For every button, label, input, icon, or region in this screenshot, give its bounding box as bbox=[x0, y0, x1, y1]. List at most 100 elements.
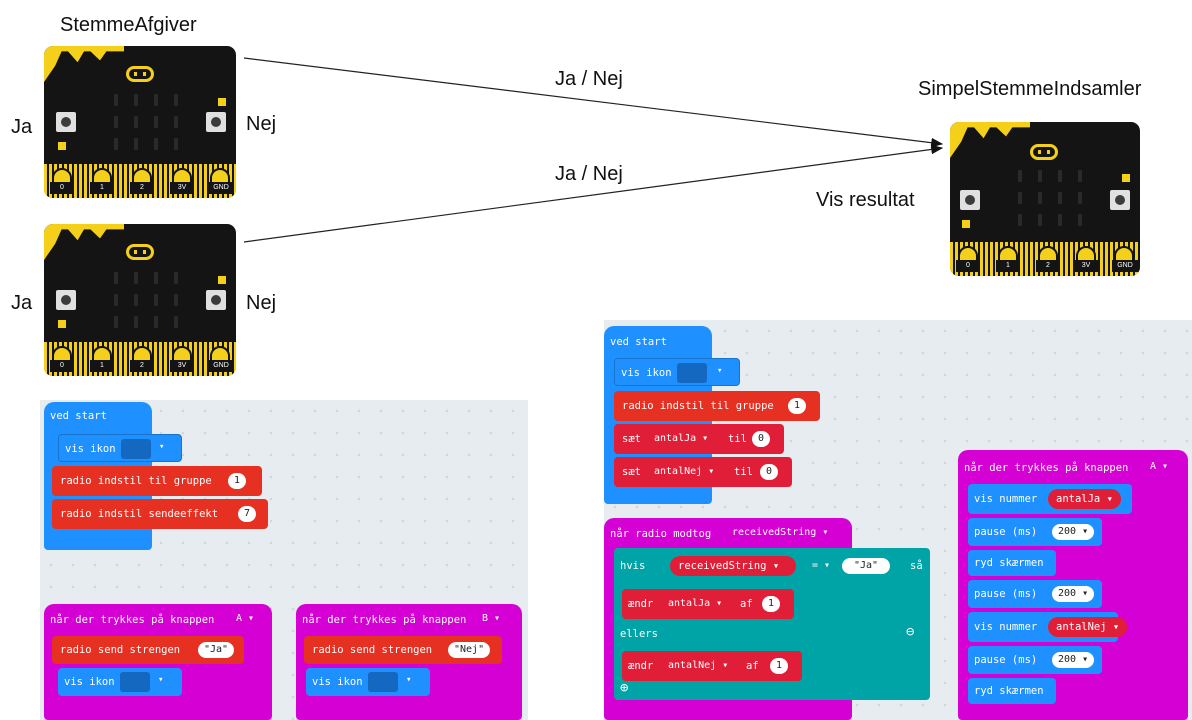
show-icon-label: vis ikon bbox=[64, 676, 115, 688]
by-label: af bbox=[740, 598, 753, 610]
then-label: så bbox=[910, 560, 923, 572]
button-b-dropdown[interactable]: B ▾ bbox=[482, 613, 501, 624]
microbit-logo-icon bbox=[1030, 144, 1058, 160]
show-icon-block[interactable]: vis ikon ▾ bbox=[306, 668, 430, 696]
show-icon-label: vis ikon bbox=[65, 443, 116, 455]
set-antalja-block[interactable]: sæt antalJa ▾ til 0 bbox=[614, 424, 784, 454]
button-a-icon bbox=[56, 290, 76, 310]
else-label: ellers bbox=[620, 628, 658, 640]
antalja-var[interactable]: antalJa ▾ bbox=[1048, 489, 1121, 509]
show-number-label: vis nummer bbox=[974, 621, 1038, 633]
pause-value[interactable]: 200 ▾ bbox=[1052, 652, 1095, 668]
microbit-sender-2: 0 1 2 3V GND bbox=[44, 224, 236, 376]
checkmark-icon[interactable] bbox=[120, 672, 150, 692]
microbit-collector: 0 1 2 3V GND bbox=[950, 122, 1140, 276]
antalnej-var[interactable]: antalNej ▾ bbox=[1048, 617, 1128, 637]
set-label: sæt bbox=[622, 433, 641, 445]
antalnej-dropdown[interactable]: antalNej ▾ bbox=[654, 466, 715, 477]
chevron-down-icon[interactable]: ▾ bbox=[159, 442, 165, 452]
show-icon-label: vis ikon bbox=[312, 676, 363, 688]
pause-value[interactable]: 200 ▾ bbox=[1052, 586, 1095, 602]
to-label: til bbox=[728, 433, 747, 445]
on-button-a-label: når der trykkes på knappen bbox=[50, 614, 215, 626]
radio-send-value[interactable]: "Ja" bbox=[198, 642, 235, 658]
on-start-label: ved start bbox=[50, 410, 107, 422]
microbit-logo-icon bbox=[126, 66, 154, 82]
radio-power-label: radio indstil sendeeffekt bbox=[60, 508, 219, 520]
radio-group-label: radio indstil til gruppe bbox=[60, 475, 212, 487]
collector-button-label: Vis resultat bbox=[816, 189, 915, 211]
by-label: af bbox=[746, 660, 759, 672]
change-antalnej-value[interactable]: 1 bbox=[770, 658, 789, 674]
button-b-icon bbox=[1110, 190, 1130, 210]
left-button-label-1: Ja bbox=[11, 116, 33, 138]
antalja-dropdown[interactable]: antalJa ▾ bbox=[654, 433, 709, 444]
radio-group-value[interactable]: 1 bbox=[788, 398, 807, 414]
radio-group-block[interactable]: radio indstil til gruppe 1 bbox=[52, 466, 262, 496]
radio-send-ja-block[interactable]: radio send strengen "Ja" bbox=[52, 636, 244, 664]
set-label: sæt bbox=[622, 466, 641, 478]
show-icon-block[interactable]: vis ikon ▾ bbox=[614, 358, 740, 386]
clear-screen-block[interactable]: ryd skærmen bbox=[968, 678, 1056, 704]
smiley-icon[interactable] bbox=[121, 439, 151, 459]
pause-block[interactable]: pause (ms) 200 ▾ bbox=[968, 646, 1102, 674]
pause-value[interactable]: 200 ▾ bbox=[1052, 524, 1095, 540]
button-a-dropdown[interactable]: A ▾ bbox=[236, 613, 255, 624]
on-button-b-label: når der trykkes på knappen bbox=[302, 614, 467, 626]
radio-power-block[interactable]: radio indstil sendeeffekt 7 bbox=[52, 499, 268, 529]
set-antalnej-value[interactable]: 0 bbox=[760, 464, 779, 480]
smiley-icon[interactable] bbox=[677, 363, 707, 383]
clear-screen-block[interactable]: ryd skærmen bbox=[968, 550, 1056, 576]
show-number-label: vis nummer bbox=[974, 493, 1038, 505]
radio-send-label: radio send strengen bbox=[60, 644, 181, 656]
change-antalnej-block[interactable]: ændr antalNej ▾ af 1 bbox=[622, 651, 802, 681]
arrow-label-bottom: Ja / Nej bbox=[555, 163, 623, 185]
on-button-a-label: når der trykkes på knappen bbox=[964, 462, 1129, 474]
button-b-icon bbox=[206, 112, 226, 132]
chevron-down-icon[interactable]: ▾ bbox=[406, 675, 412, 685]
change-antalja-block[interactable]: ændr antalJa ▾ af 1 bbox=[622, 589, 794, 619]
to-label: til bbox=[734, 466, 753, 478]
radio-group-block[interactable]: radio indstil til gruppe 1 bbox=[614, 391, 820, 421]
pause-label: pause (ms) bbox=[974, 526, 1038, 538]
chevron-down-icon[interactable]: ▾ bbox=[158, 675, 164, 685]
radio-send-nej-block[interactable]: radio send strengen "Nej" bbox=[304, 636, 502, 664]
change-antalja-value[interactable]: 1 bbox=[762, 596, 781, 612]
equals-operator[interactable]: = ▾ bbox=[812, 560, 831, 571]
show-number-antalja-block[interactable]: vis nummer antalJa ▾ bbox=[968, 484, 1132, 514]
right-button-label-1: Nej bbox=[246, 113, 277, 135]
remove-branch-icon[interactable]: ⊖ bbox=[906, 624, 915, 640]
radio-group-label: radio indstil til gruppe bbox=[622, 400, 774, 412]
compare-value[interactable]: "Ja" bbox=[842, 558, 890, 574]
show-icon-label: vis ikon bbox=[621, 367, 672, 379]
add-branch-icon[interactable]: ⊕ bbox=[620, 680, 629, 696]
if-label: hvis bbox=[620, 560, 646, 572]
pause-label: pause (ms) bbox=[974, 588, 1038, 600]
received-string-param[interactable]: receivedString ▾ bbox=[732, 527, 829, 538]
button-a-icon bbox=[56, 112, 76, 132]
set-antalnej-block[interactable]: sæt antalNej ▾ til 0 bbox=[614, 457, 792, 487]
radio-send-value[interactable]: "Nej" bbox=[448, 642, 491, 658]
radio-power-value[interactable]: 7 bbox=[238, 506, 257, 522]
show-icon-block[interactable]: vis ikon ▾ bbox=[58, 668, 182, 696]
cross-icon[interactable] bbox=[368, 672, 398, 692]
show-icon-block[interactable]: vis ikon ▾ bbox=[58, 434, 182, 462]
button-a-icon bbox=[960, 190, 980, 210]
antalja-dropdown[interactable]: antalJa ▾ bbox=[668, 598, 723, 609]
arrows bbox=[243, 57, 944, 243]
chevron-down-icon[interactable]: ▾ bbox=[717, 366, 723, 376]
radio-group-value[interactable]: 1 bbox=[228, 473, 247, 489]
change-label: ændr bbox=[628, 598, 654, 610]
button-a-dropdown[interactable]: A ▾ bbox=[1150, 461, 1169, 472]
pause-block[interactable]: pause (ms) 200 ▾ bbox=[968, 518, 1102, 546]
set-antalja-value[interactable]: 0 bbox=[752, 431, 771, 447]
antalnej-dropdown[interactable]: antalNej ▾ bbox=[668, 660, 729, 671]
sender-title: StemmeAfgiver bbox=[60, 14, 197, 36]
clear-screen-label: ryd skærmen bbox=[974, 557, 1044, 569]
microbit-logo-icon bbox=[126, 244, 154, 260]
microbit-sender-1: 0 1 2 3V GND bbox=[44, 46, 236, 198]
pause-block[interactable]: pause (ms) 200 ▾ bbox=[968, 580, 1102, 608]
show-number-antalnej-block[interactable]: vis nummer antalNej ▾ bbox=[968, 612, 1128, 642]
received-string-var[interactable]: receivedString ▾ bbox=[670, 556, 796, 576]
radio-send-label: radio send strengen bbox=[312, 644, 433, 656]
